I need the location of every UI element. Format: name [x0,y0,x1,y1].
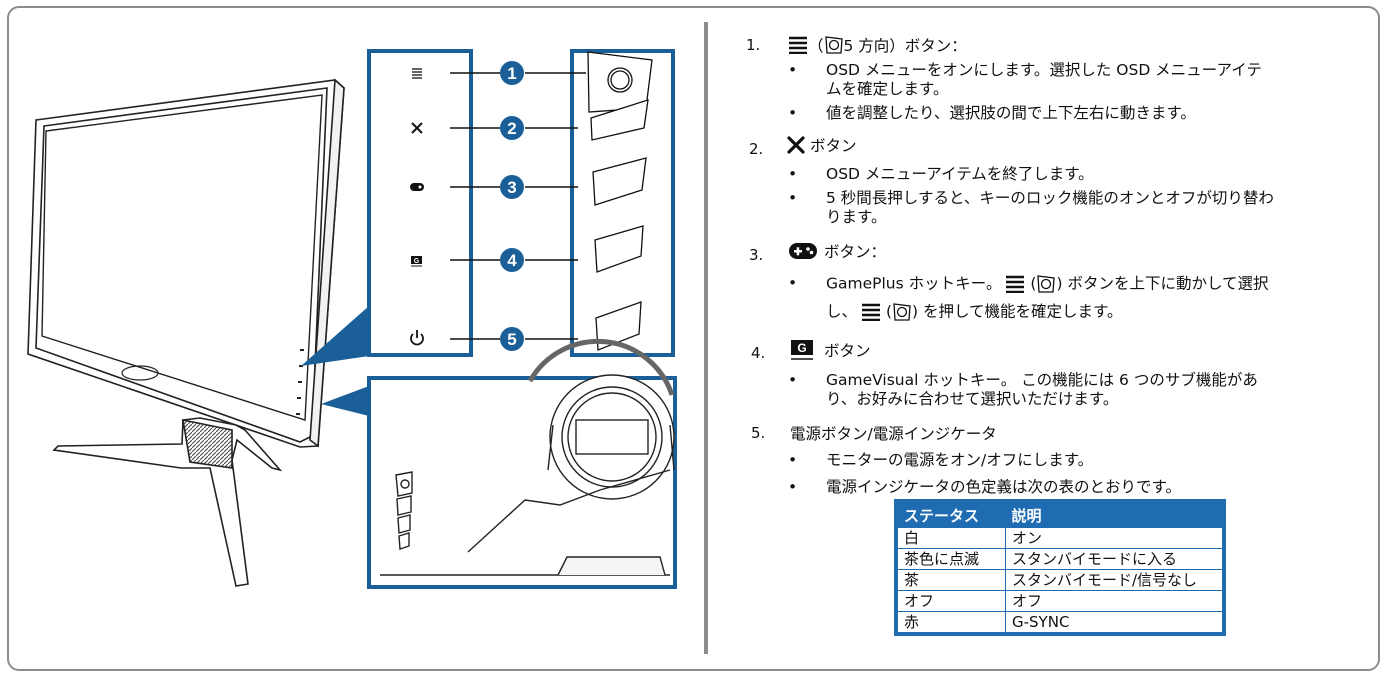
callout-4-label: 4 [507,251,517,270]
callout-4: 4 [500,248,524,272]
table-header-status: ステータス [896,501,1006,528]
power-icon [410,330,424,346]
monitor-illustration [27,78,345,587]
zoom-pointer-lower [321,386,369,416]
callout-3: 3 [500,175,524,199]
table-cell-status: オフ [895,590,1006,612]
button-column-box [367,49,473,357]
table-cell-description: スタンバイモード/信号なし [1005,569,1225,591]
button-symbols: G [410,68,424,346]
table-cell-status: 赤 [895,611,1006,635]
button-shapes [587,51,653,351]
page-frame [7,6,1380,671]
gamevisual-icon: G [411,256,422,267]
table-cell-status: 茶色に点滅 [895,548,1006,570]
column-divider [704,22,708,654]
power-status-table: ステータス 説明 白オン 茶色に点滅スタンバイモードに入る 茶スタンバイモード/… [894,499,1226,636]
callout-5: 5 [500,327,524,351]
leader-lines [450,72,586,340]
table-cell-status: 白 [895,527,1006,549]
callout-5-label: 5 [507,330,516,349]
zoom-pointer-upper [301,306,369,366]
table-row: 茶スタンバイモード/信号なし [895,569,1225,591]
table-cell-status: 茶 [895,569,1006,591]
table-cell-description: オン [1005,527,1225,549]
callout-2-label: 2 [507,119,516,138]
close-icon [411,122,423,134]
table-row: オフオフ [895,590,1225,612]
table-cell-description: スタンバイモードに入る [1005,548,1225,570]
table-header-description: 説明 [1005,501,1224,528]
monitor-diagram: G 1 2 3 4 5 [27,49,677,589]
callout-1-label: 1 [507,64,516,83]
menu-icon [412,68,422,79]
callout-1: 1 [500,61,524,85]
callout-2: 2 [500,116,524,140]
svg-text:G: G [414,258,420,265]
table-row: 茶色に点滅スタンバイモードに入る [895,548,1225,570]
zoom-detail-illustration [380,338,675,576]
table-cell-description: オフ [1005,590,1225,612]
table-row: 白オン [895,527,1225,549]
table-cell-description: G-SYNC [1005,611,1225,635]
gamepad-icon [410,183,424,191]
callout-3-label: 3 [507,178,516,197]
table-header-row: ステータス 説明 [896,501,1224,528]
